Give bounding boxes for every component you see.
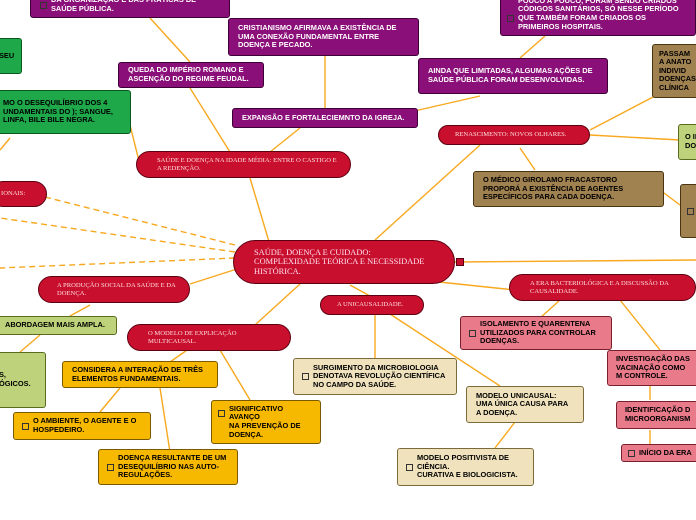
link-main-renascimento <box>374 144 481 241</box>
link-renasc-passam <box>589 95 656 131</box>
checkbox-square-icon <box>22 422 29 430</box>
node-fracastoro[interactable]: O MÉDICO GIROLAMO FRACASTORO PROPORÁ A E… <box>473 171 664 207</box>
checkbox-square-icon <box>406 463 413 471</box>
node-queda-imperio[interactable]: QUEDA DO IMPÉRIO ROMANO E ASCENÇÃO DO RE… <box>118 62 264 88</box>
checkbox-square-icon <box>469 329 476 337</box>
link-main-right <box>454 259 696 263</box>
node-olive-left[interactable]: S, ÓGICOS. <box>0 352 46 408</box>
node-investigacao-vacinacao[interactable]: INVESTIGAÇÃO DAS VACINAÇÃO COMO M CONTRO… <box>607 350 696 386</box>
node-era-bacteriologica[interactable]: A ERA BACTERIOLÓGICA E A DISCUSSÃO DA CA… <box>509 274 696 301</box>
link-renasc-o <box>589 134 681 141</box>
node-considera-interacao[interactable]: CONSIDERA A INTERAÇÃO DE TRÊS ELEMENTOS … <box>62 361 218 388</box>
node-abordagem-ampla[interactable]: ABORDAGEM MAIS AMPLA. <box>0 316 117 335</box>
link-idade-queda <box>189 87 231 153</box>
node-ainda-que-limitadas[interactable]: AINDA QUE LIMITADAS, ALGUMAS AÇÕES DE SA… <box>418 58 608 94</box>
link-green-left <box>0 137 11 151</box>
node-ionais[interactable]: IONAIS: <box>0 181 47 207</box>
checkbox-square-icon <box>628 449 635 457</box>
node-idade-media[interactable]: SAÚDE E DOENÇA NA IDADE MÉDIA: ENTRE O C… <box>136 151 351 178</box>
node-doenca-resultante[interactable]: DOENÇA RESULTANTE DE UM DESEQUILÍBRIO NA… <box>98 449 238 485</box>
node-modelo-positivista[interactable]: MODELO POSITIVISTA DE CIÊNCIA.CURATIVA E… <box>397 448 534 486</box>
link-renasc-fracastoro <box>519 147 536 171</box>
node-isolamento-quarentena[interactable]: ISOLAMENTO E QUARENTENA UTILIZADOS PARA … <box>460 316 612 350</box>
link-queda-top <box>149 17 191 63</box>
checkbox-square-icon <box>40 1 47 9</box>
central-topic[interactable]: SAÚDE, DOENÇA E CUIDADO: COMPLEXIDADE TE… <box>233 240 455 284</box>
link-main-ionais <box>44 196 236 246</box>
checkbox-square-icon <box>302 373 309 380</box>
link-era-invest <box>619 299 661 351</box>
node-modelo-multicausal[interactable]: O MODELO DE EXPLICAÇÃO MULTICAUSAL. <box>127 324 291 351</box>
link-main-producao <box>189 267 241 285</box>
node-expansao-igreja[interactable]: EXPANSÃO E FORTALECIEMNTO DA IGREJA. <box>232 108 418 128</box>
node-unicausalidade[interactable]: A UNICAUSALIDADE. <box>320 295 424 315</box>
node-passam[interactable]: PASSAM A ANATO INDIVID DOENÇAS CLÍNICA <box>652 44 696 98</box>
link-main-idade <box>249 177 271 246</box>
checkbox-square-icon <box>687 207 694 215</box>
node-modelo-unicausal[interactable]: MODELO UNICAUSAL: UMA ÚNICA CAUSA PARA A… <box>466 386 584 423</box>
link-idade-expansao <box>269 127 301 153</box>
node-identificacao-microorganismos[interactable]: IDENTIFICAÇÃO D MICROORGANISM <box>616 401 696 429</box>
node-cristianismo[interactable]: CRISTIANISMO AFIRMAVA A EXISTÊNCIA DE UM… <box>228 18 419 56</box>
node-ambiente-agente-hospedeiro[interactable]: O AMBIENTE, O AGENTE E O HOSPEDEIRO. <box>13 412 151 440</box>
checkbox-square-icon <box>107 463 114 471</box>
link-considera-doenca <box>159 387 171 453</box>
link-considera-ambiente <box>99 387 121 413</box>
node-renascimento[interactable]: RENASCIMENTO: NOVOS OLHARES. <box>438 125 590 145</box>
node-inicio-era[interactable]: INÍCIO DA ERA <box>621 444 696 462</box>
link-producao-abordagem <box>69 304 91 317</box>
link-main-multicausal <box>254 283 301 326</box>
node-seu[interactable]: SEU <box>0 38 22 74</box>
node-brown-right[interactable] <box>680 184 696 238</box>
checkbox-square-icon <box>507 14 514 22</box>
link-expansao-ainda <box>409 95 481 113</box>
link-multi-significativo <box>219 349 251 401</box>
node-surgimento-microbiologia[interactable]: SURGIMENTO DA MICROBIOLOGIA DENOTAVA REV… <box>293 358 457 395</box>
node-producao-social[interactable]: A PRODUÇÃO SOCIAL DA SAÚDE E DA DOENÇA. <box>38 276 190 303</box>
link-main-left2 <box>0 257 236 269</box>
link-ainda-pouco <box>519 35 546 59</box>
node-desequilibrio-4-humores[interactable]: MO O DESEQUILÍBRIO DOS 4 UNDAMENTAIS DO … <box>0 90 131 134</box>
checkbox-square-icon <box>218 410 225 417</box>
node-pouco-a-pouco[interactable]: POUCO A POUCO, FORAM SENDO CRIADOS CÓDIG… <box>500 0 696 36</box>
node-o-right[interactable]: O IN DO <box>678 124 696 160</box>
node-organizacao-praticas[interactable]: DA ORGANIZAÇÃO E DAS PRÁTICAS DE SAÚDE P… <box>30 0 230 18</box>
link-abordagem-olive <box>19 334 41 353</box>
link-modelo-positivista <box>494 421 516 449</box>
collapse-toggle-icon[interactable] <box>456 258 464 266</box>
link-main-left1 <box>0 217 236 253</box>
